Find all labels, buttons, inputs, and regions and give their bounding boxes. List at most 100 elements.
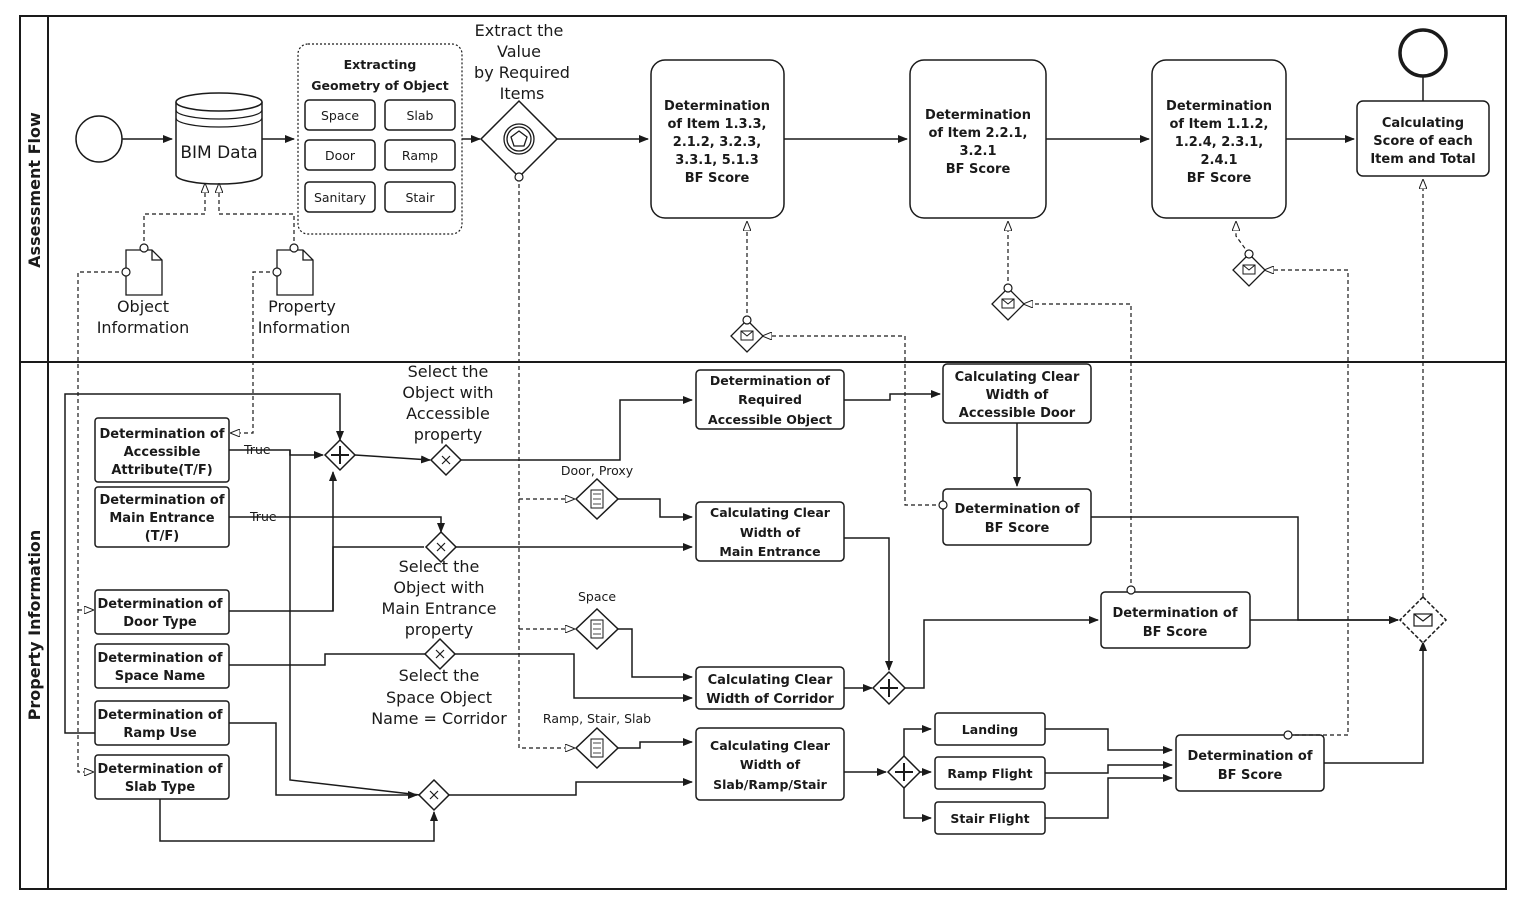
svg-text:Determination of: Determination of	[99, 427, 224, 442]
svg-text:Slab Type: Slab Type	[125, 780, 196, 795]
svg-text:Stair: Stair	[405, 190, 435, 205]
event-gateway-icon	[574, 726, 620, 770]
lane-label-property-information: Property Information	[25, 530, 44, 721]
exclusive-gateway-icon	[429, 443, 463, 477]
geo-item-sanitary	[304, 181, 376, 213]
svg-text:Name = Corridor: Name = Corridor	[371, 709, 507, 728]
svg-text:1.2.4, 2.3.1,: 1.2.4, 2.3.1,	[1175, 135, 1263, 150]
svg-text:Main Entrance: Main Entrance	[719, 544, 820, 559]
svg-text:Determination of: Determination of	[954, 502, 1079, 517]
lane-label-assessment-flow: Assessment Flow	[25, 112, 44, 268]
object-info-label-2: Information	[97, 318, 190, 337]
extract-value-label-2: Value	[497, 42, 541, 61]
ramp-stair-slab-label: Ramp, Stair, Slab	[543, 711, 651, 726]
ramp-flight-box: Ramp Flight	[934, 756, 1046, 790]
message-gateway-icon	[991, 287, 1025, 321]
svg-text:Determination of: Determination of	[97, 597, 222, 612]
det-space-name-box: Determination of Space Name	[94, 643, 230, 689]
object-info-label-1: Object	[117, 297, 169, 316]
svg-text:Accessible Object: Accessible Object	[708, 412, 832, 427]
geo-item-stair	[384, 181, 456, 213]
svg-text:Landing: Landing	[962, 722, 1018, 737]
svg-text:3.3.1, 5.1.3: 3.3.1, 5.1.3	[675, 153, 759, 168]
det-required-accessible-box: Determination of Required Accessible Obj…	[695, 369, 845, 430]
exclusive-gateway-icon	[424, 530, 458, 564]
det-bf-score-box-3: Determination of BF Score	[1175, 734, 1325, 792]
svg-text:Required: Required	[738, 392, 802, 407]
det-ramp-use-box: Determination of Ramp Use	[94, 700, 230, 746]
svg-text:3.2.1: 3.2.1	[959, 144, 996, 159]
svg-text:Select the: Select the	[399, 557, 480, 576]
det-bf-score-box-1: Determination of BF Score	[942, 488, 1092, 546]
svg-text:Determination: Determination	[1166, 99, 1272, 114]
extract-value-label-4: Items	[500, 84, 545, 103]
svg-text:Determination of: Determination of	[97, 651, 222, 666]
svg-text:Ramp Use: Ramp Use	[123, 726, 196, 741]
stair-flight-box: Stair Flight	[934, 801, 1046, 835]
pool-border	[19, 15, 1507, 890]
svg-text:Determination of: Determination of	[97, 708, 222, 723]
end-event-icon	[1398, 28, 1448, 78]
geo-item-slab	[384, 99, 456, 131]
svg-text:Determination of: Determination of	[710, 373, 831, 388]
svg-text:Accessible: Accessible	[406, 404, 490, 423]
svg-text:Select the: Select the	[408, 362, 489, 381]
svg-text:Calculating Clear: Calculating Clear	[708, 673, 833, 688]
svg-text:BF Score: BF Score	[1187, 171, 1252, 186]
svg-text:Main Entrance: Main Entrance	[382, 599, 497, 618]
svg-text:Main Entrance: Main Entrance	[109, 511, 214, 526]
event-gateway-icon	[479, 99, 559, 179]
svg-text:(T/F): (T/F)	[145, 529, 179, 544]
message-gateway-icon	[1232, 253, 1266, 287]
svg-text:Select the: Select the	[399, 666, 480, 685]
svg-text:of Item 2.2.1,: of Item 2.2.1,	[928, 126, 1027, 141]
svg-text:BF Score: BF Score	[685, 171, 750, 186]
svg-text:Width of: Width of	[740, 525, 801, 540]
svg-text:Determination of: Determination of	[99, 493, 224, 508]
property-info-label-1: Property	[268, 297, 336, 316]
svg-text:Determination of: Determination of	[97, 762, 222, 777]
database-icon	[175, 92, 263, 185]
document-icon	[125, 249, 163, 296]
svg-text:property: property	[414, 425, 483, 444]
svg-text:Object with: Object with	[402, 383, 493, 402]
calc-main-entrance-box: Calculating Clear Width of Main Entrance	[695, 501, 845, 562]
document-icon	[276, 249, 314, 296]
svg-text:Object with: Object with	[393, 578, 484, 597]
svg-text:Calculating Clear: Calculating Clear	[955, 370, 1080, 385]
svg-text:Space Object: Space Object	[386, 688, 492, 707]
svg-text:Accessible Door: Accessible Door	[959, 406, 1076, 421]
det-slab-type-box: Determination of Slab Type	[94, 754, 230, 800]
door-proxy-label: Door, Proxy	[561, 463, 634, 478]
svg-text:BF Score: BF Score	[985, 521, 1050, 536]
det-bf-score-box-2: Determination of BF Score	[1100, 591, 1251, 649]
geo-item-door	[304, 139, 376, 171]
geometry-items: Space Slab Door Ramp Sanitary Stair	[304, 99, 456, 213]
parallel-gateway-icon	[323, 438, 357, 472]
svg-text:Score of each: Score of each	[1373, 134, 1472, 149]
svg-text:BF Score: BF Score	[1218, 768, 1283, 783]
message-gateway-icon	[1398, 595, 1448, 645]
svg-text:Space: Space	[321, 108, 359, 123]
svg-text:Accessible: Accessible	[124, 445, 201, 460]
bim-data-label: BIM Data	[180, 143, 257, 163]
svg-text:Width of: Width of	[740, 757, 801, 772]
svg-text:of Item 1.1.2,: of Item 1.1.2,	[1169, 117, 1268, 132]
event-gateway-icon	[574, 477, 620, 521]
svg-text:Stair Flight: Stair Flight	[950, 811, 1029, 826]
svg-text:Space Name: Space Name	[115, 669, 206, 684]
svg-text:Item and Total: Item and Total	[1370, 152, 1475, 167]
svg-text:Slab/Ramp/Stair: Slab/Ramp/Stair	[713, 777, 828, 792]
det-accessible-attr-box: Determination of Accessible Attribute(T/…	[94, 417, 230, 483]
exclusive-gateway-icon	[423, 637, 457, 671]
svg-text:Door: Door	[325, 148, 356, 163]
svg-text:Determination of: Determination of	[1187, 749, 1312, 764]
svg-text:Width of: Width of	[986, 388, 1049, 403]
extract-group-title-2: Geometry of Object	[311, 78, 449, 93]
extract-value-label-1: Extract the	[475, 21, 564, 40]
svg-text:Calculating: Calculating	[1382, 116, 1464, 131]
property-info-label-2: Information	[258, 318, 351, 337]
extract-value-label-3: by Required	[474, 63, 570, 82]
svg-text:BF Score: BF Score	[946, 162, 1011, 177]
message-gateway-icon	[730, 319, 764, 353]
